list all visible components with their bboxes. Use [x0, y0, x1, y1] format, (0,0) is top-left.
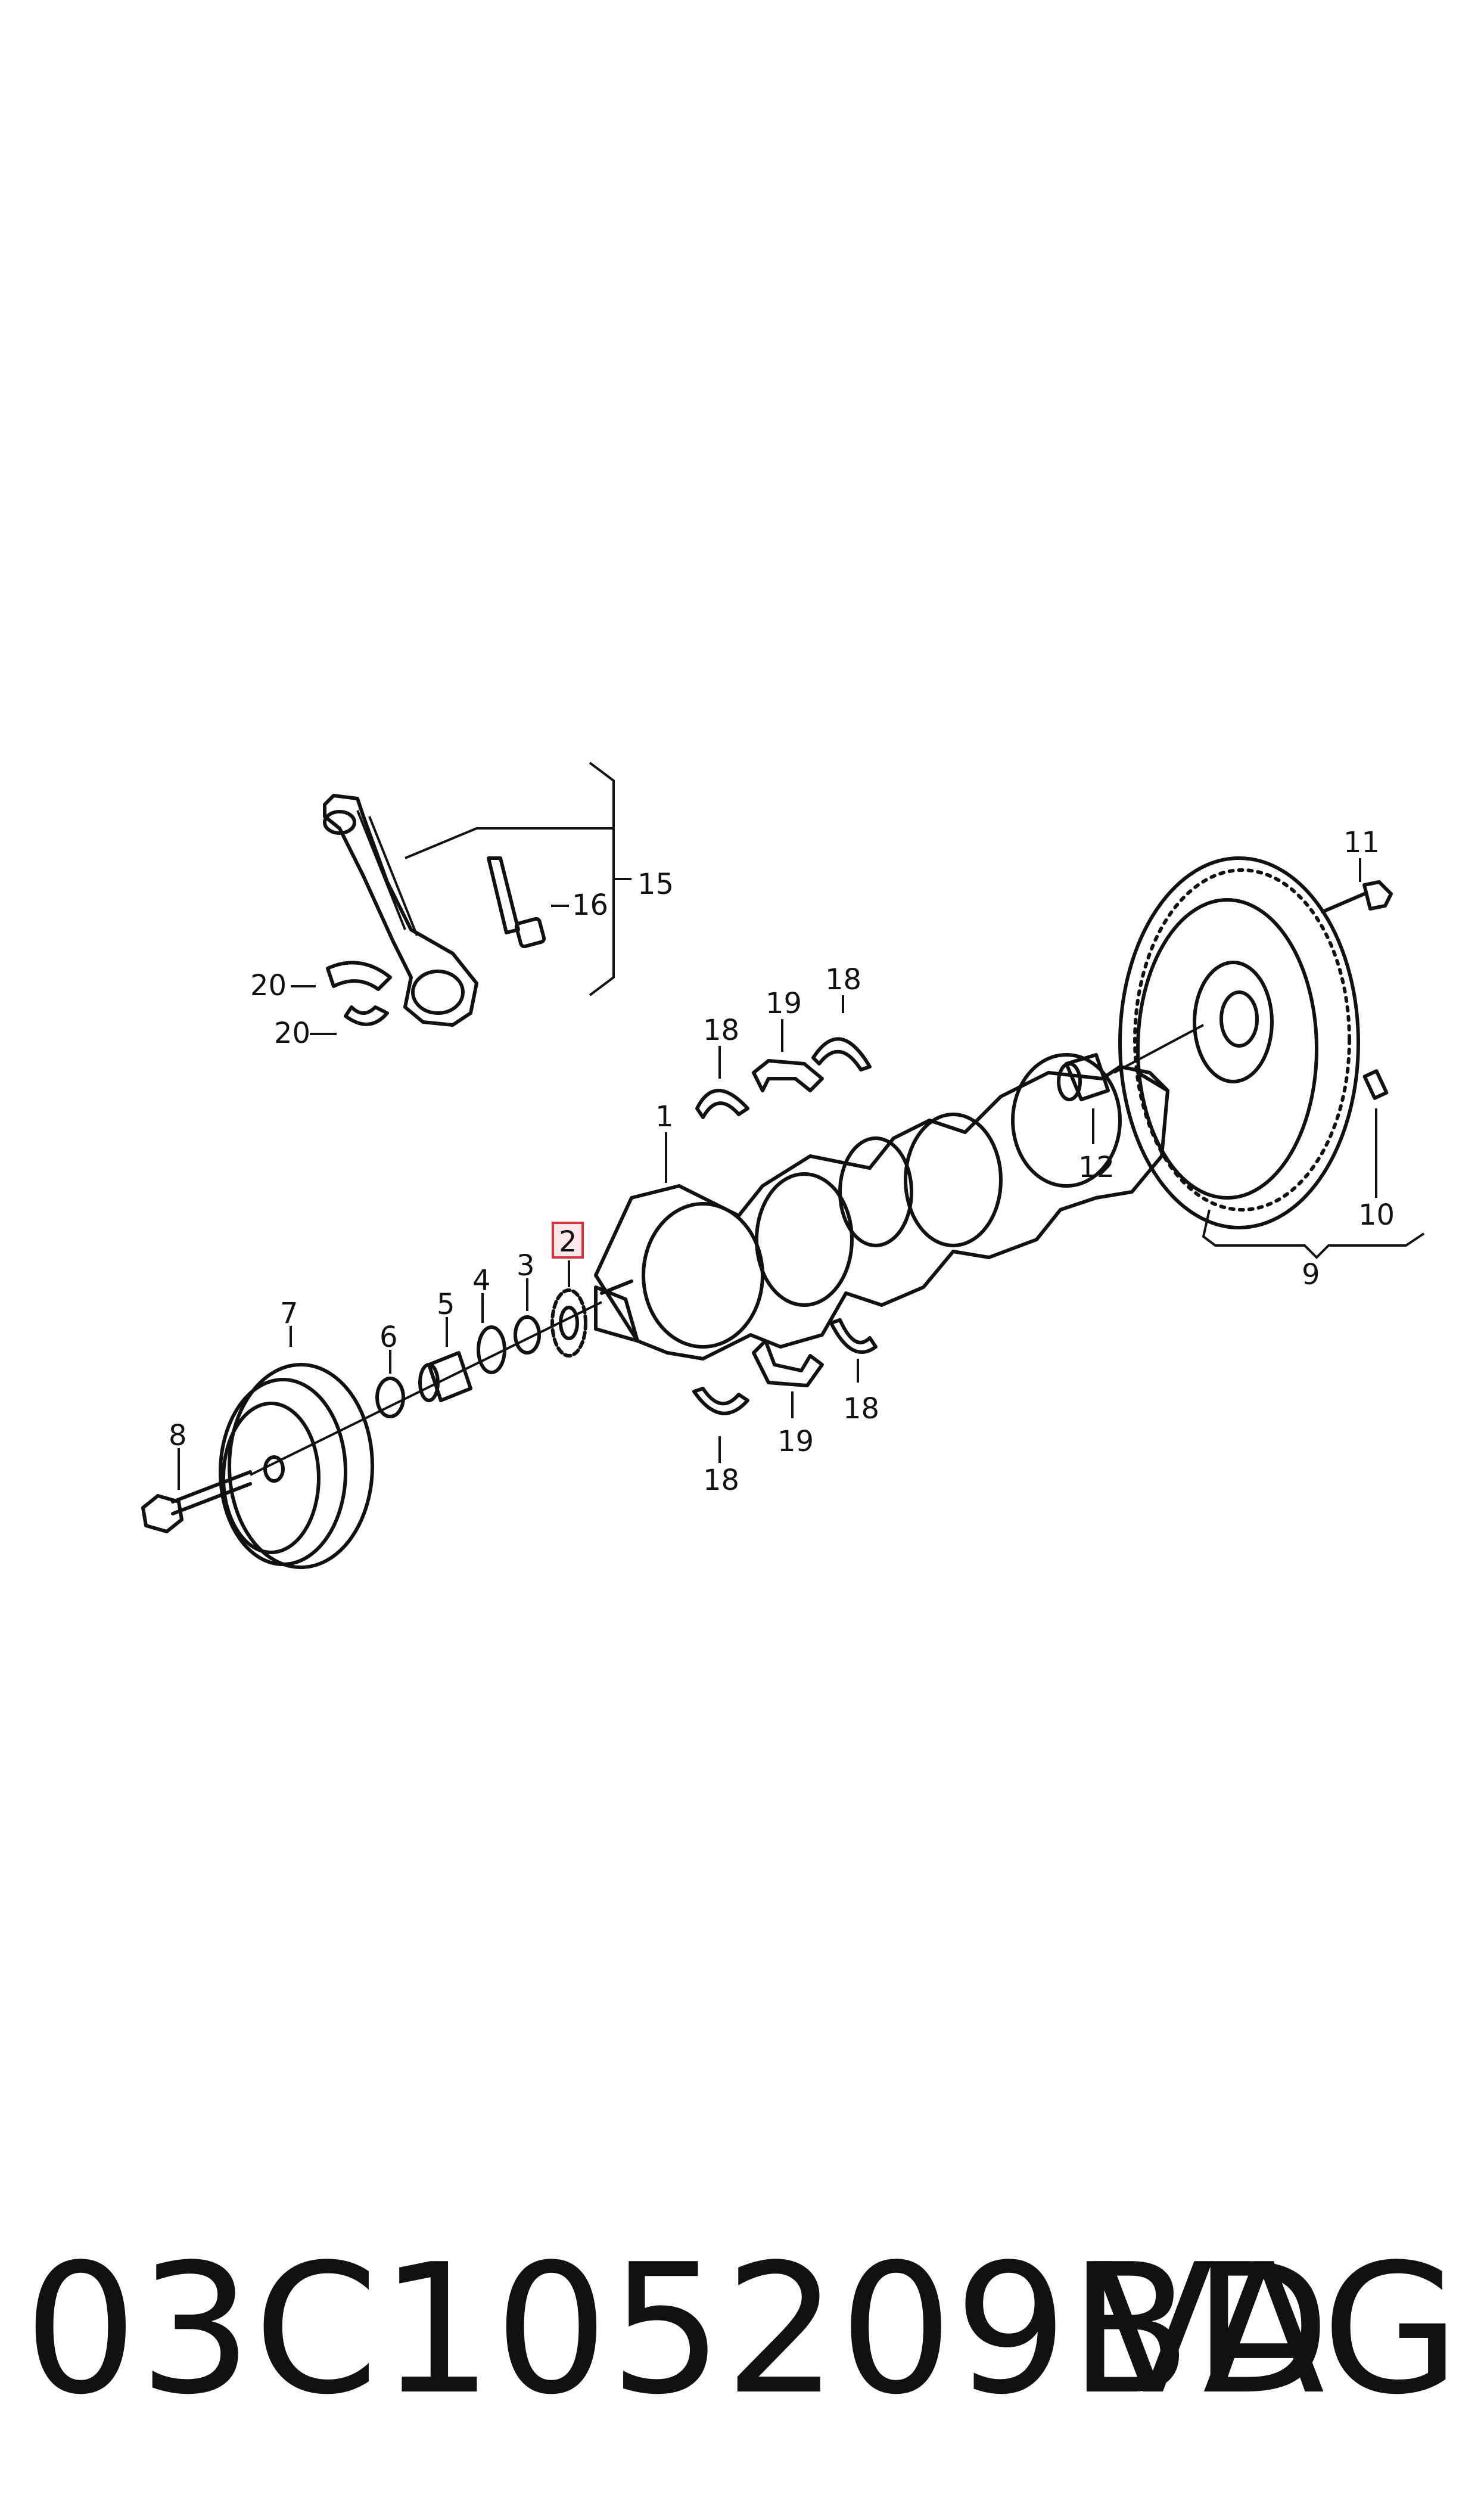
callout-18b: 18 [825, 963, 861, 996]
crankshaft [594, 1053, 1169, 1361]
rod-bolt [487, 856, 546, 949]
callout-20a: 20 [250, 969, 287, 1002]
bracket-15 [405, 762, 631, 996]
callout-18c: 18 [703, 1464, 739, 1497]
seal-ring [514, 1315, 541, 1355]
bracket-9 [1202, 1209, 1425, 1259]
callout-18d: 18 [843, 1392, 879, 1425]
callout-9: 9 [1302, 1258, 1320, 1291]
thrust-washer [375, 1377, 405, 1418]
bearing-shell-upper [326, 961, 392, 991]
connecting-rod [323, 794, 478, 1027]
pulley-bolt [141, 1470, 252, 1533]
callout-8: 8 [169, 1419, 187, 1452]
bearing-shell-lower [344, 1005, 389, 1026]
callout-6: 6 [379, 1321, 398, 1354]
callout-12: 12 [1078, 1151, 1115, 1184]
callout-1: 1 [655, 1100, 674, 1133]
callout-15: 15 [637, 868, 674, 901]
thrust-washer-18-upper-left [695, 1089, 749, 1119]
dowel-pin [1362, 1069, 1389, 1100]
sleeve [418, 1351, 472, 1402]
callout-7: 7 [280, 1297, 298, 1330]
thrust-washer-18-lower-right [829, 1318, 878, 1354]
part-number: 03C105209BD [24, 2226, 1332, 2434]
thrust-washer-18-upper-right [811, 1037, 872, 1071]
flywheel [1118, 856, 1360, 1229]
callout-5: 5 [437, 1288, 455, 1321]
callout-19b: 19 [777, 1425, 814, 1458]
bearing-shell-19-lower [752, 1339, 824, 1387]
callout-20b: 20 [274, 1017, 310, 1050]
washer [477, 1325, 506, 1374]
callout-11: 11 [1343, 826, 1380, 859]
callout-4: 4 [472, 1264, 491, 1297]
callout-18a: 18 [703, 1014, 739, 1047]
needle-bearing [1057, 1053, 1110, 1101]
bearing-shell-19-upper [752, 1059, 824, 1092]
callout-10: 10 [1358, 1198, 1395, 1232]
callout-16: 16 [572, 889, 608, 922]
flywheel-bolt [1321, 880, 1393, 914]
callout-2: 2 [559, 1225, 577, 1259]
vibration-damper-pulley [219, 1363, 374, 1569]
callout-19a: 19 [766, 987, 802, 1020]
callout-3: 3 [517, 1249, 535, 1282]
callout-2-highlight [552, 1222, 584, 1259]
thrust-washer-18-lower-left [692, 1387, 749, 1415]
brand-name: VAG [1091, 2226, 1460, 2434]
